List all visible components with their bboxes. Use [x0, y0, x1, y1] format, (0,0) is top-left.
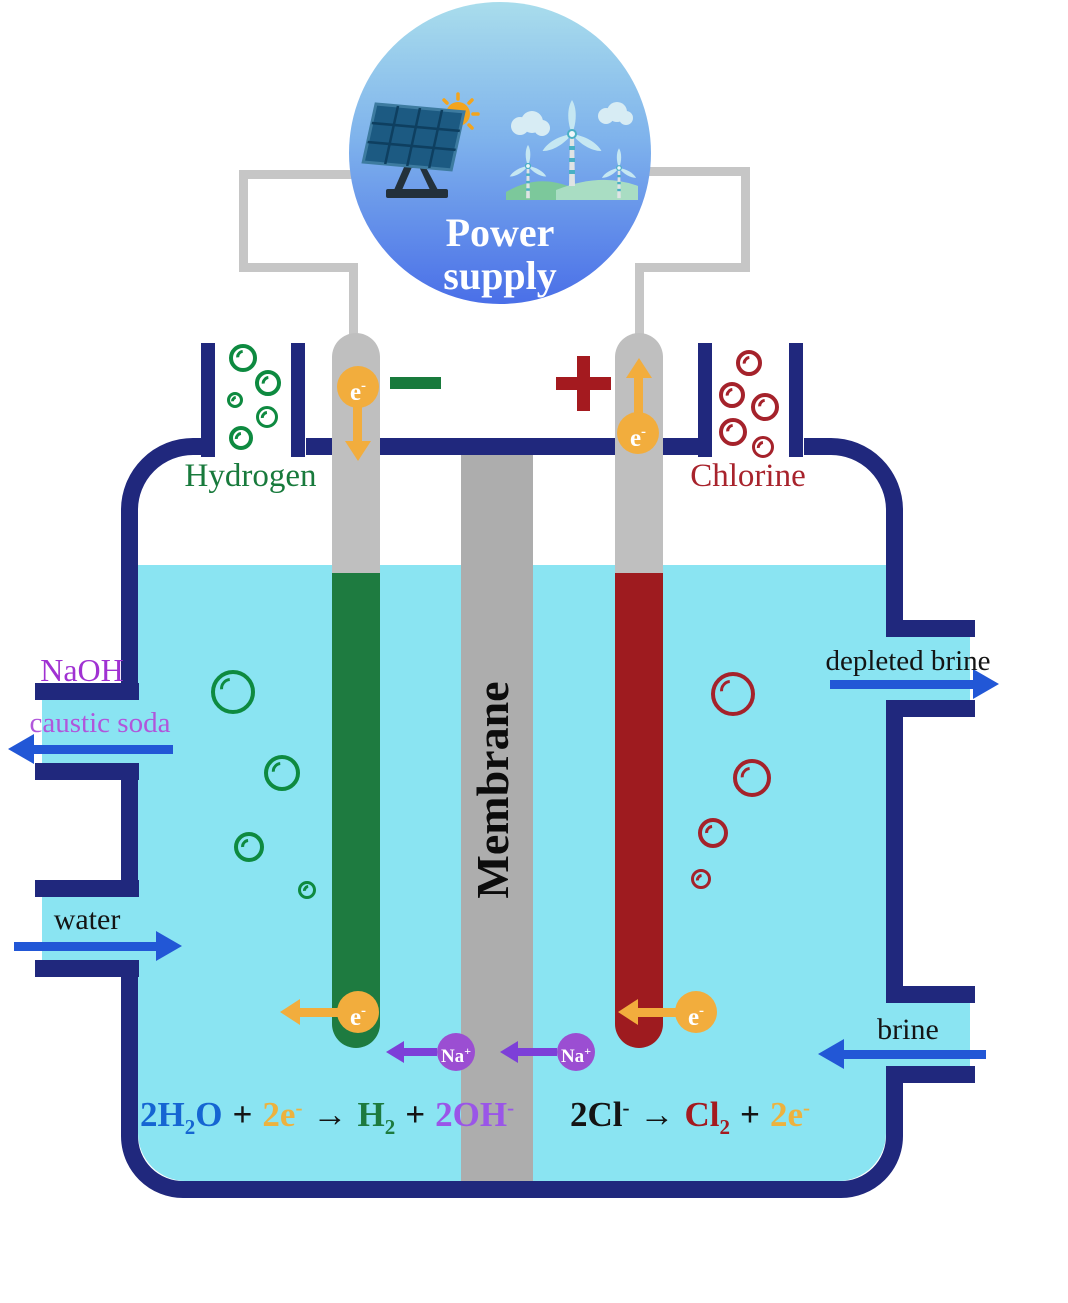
flow-arrow-head-right — [973, 669, 999, 699]
water-label: water — [53, 903, 121, 936]
anode-wire-right — [741, 167, 750, 272]
anode-plus-sign-vertical — [577, 356, 590, 411]
sodium-arrow-head-left — [500, 1041, 518, 1063]
hydrogen-channel-wall-left — [201, 343, 215, 457]
water-pipe-wall-bottom — [35, 960, 139, 977]
power-supply-label: Power supply — [443, 210, 557, 298]
flow-arrow-shaft — [14, 942, 156, 951]
sodium-arrow-shaft — [404, 1048, 437, 1056]
cathode-wire-drop — [349, 263, 358, 340]
depleted-brine-label: depleted brine — [825, 645, 991, 677]
sodium-badge: Na+ — [437, 1033, 475, 1071]
hydrogen-bubble — [234, 832, 264, 862]
naoh-pipe-wall-bottom — [35, 763, 139, 780]
hydrogen-channel-wall-right — [291, 343, 305, 457]
brine-pipe-wall-top — [886, 986, 975, 1003]
electron-badge: e- — [337, 991, 379, 1033]
anode-wire-drop — [635, 263, 644, 340]
chlorine-bubble — [711, 672, 755, 716]
cathode-wire-top — [239, 170, 352, 179]
flow-arrow-shaft — [830, 680, 973, 689]
cathode-wire-left — [239, 170, 248, 272]
hydrogen-bubble — [229, 344, 257, 372]
cathode-electrode — [332, 573, 380, 1048]
chlorine-bubble — [752, 436, 774, 458]
hydrogen-label: Hydrogen — [184, 458, 317, 494]
sodium-arrow-shaft — [518, 1048, 557, 1056]
flow-arrow-head-right — [156, 931, 182, 961]
chlorine-bubble — [698, 818, 728, 848]
cathode-reaction-equation: 2H2O+2e-→H2+2OH- — [140, 1095, 515, 1139]
chlorine-channel-wall-left — [698, 343, 712, 457]
flow-arrow-shaft — [34, 745, 173, 754]
flow-arrow-head-left — [8, 734, 34, 764]
hydrogen-bubble — [298, 881, 316, 899]
hydrogen-bubble — [211, 670, 255, 714]
chlorine-bubble — [719, 382, 745, 408]
caustic-soda-label: caustic soda — [29, 707, 171, 739]
cathode-wire-mid — [239, 263, 358, 272]
water-pipe-wall-top — [35, 880, 139, 897]
solar-panel-icon — [361, 92, 480, 198]
hydrogen-outlet-gap — [201, 437, 306, 456]
electron-arrow-shaft — [300, 1008, 338, 1017]
brine-label: brine — [877, 1013, 939, 1046]
flow-arrow-head-left — [818, 1039, 844, 1069]
hydrogen-bubble — [255, 370, 281, 396]
hydrogen-bubble — [264, 755, 300, 791]
sodium-arrow-head-left — [386, 1041, 404, 1063]
electron-arrow-shaft — [638, 1008, 676, 1017]
electron-badge: e- — [675, 991, 717, 1033]
electron-arrow-head-left — [618, 999, 638, 1025]
chlorine-bubble — [736, 350, 762, 376]
cloud-icon — [511, 102, 633, 136]
naoh-pipe-wall-top — [35, 683, 139, 700]
brine-pipe-wall-bottom — [886, 1066, 975, 1083]
chlorine-bubble — [719, 418, 747, 446]
depleted-brine-pipe-liquid — [885, 637, 970, 700]
hydrogen-bubble — [256, 406, 278, 428]
sodium-badge: Na+ — [557, 1033, 595, 1071]
chlorine-bubble — [751, 393, 779, 421]
electron-arrow-shaft — [353, 407, 362, 441]
chlorine-bubble — [733, 759, 771, 797]
electron-arrow-head-left — [280, 999, 300, 1025]
electron-arrow-head-up — [626, 358, 652, 378]
chlorine-bubble — [691, 869, 711, 889]
wind-turbines-icon — [506, 99, 638, 200]
naoh-label: NaOH — [40, 652, 124, 688]
flow-arrow-shaft — [844, 1050, 986, 1059]
depleted-brine-pipe-wall-top — [886, 620, 975, 637]
electron-arrow-head-down — [345, 441, 371, 461]
anode-wire-top — [648, 167, 750, 176]
electron-arrow-shaft — [634, 378, 643, 413]
electron-badge: e- — [337, 366, 379, 408]
hydrogen-bubble — [229, 426, 253, 450]
electron-badge: e- — [617, 412, 659, 454]
anode-wire-mid — [637, 263, 750, 272]
depleted-brine-pipe-wall-bottom — [886, 700, 975, 717]
anode-electrode — [615, 573, 663, 1048]
chlorine-channel-wall-right — [789, 343, 803, 457]
chlorine-label: Chlorine — [690, 458, 806, 494]
anode-reaction-equation: 2Cl-→Cl2+2e- — [570, 1095, 810, 1139]
cathode-minus-sign — [390, 377, 441, 389]
membrane-label: Membrane — [467, 681, 518, 899]
hydrogen-bubble — [227, 392, 244, 409]
